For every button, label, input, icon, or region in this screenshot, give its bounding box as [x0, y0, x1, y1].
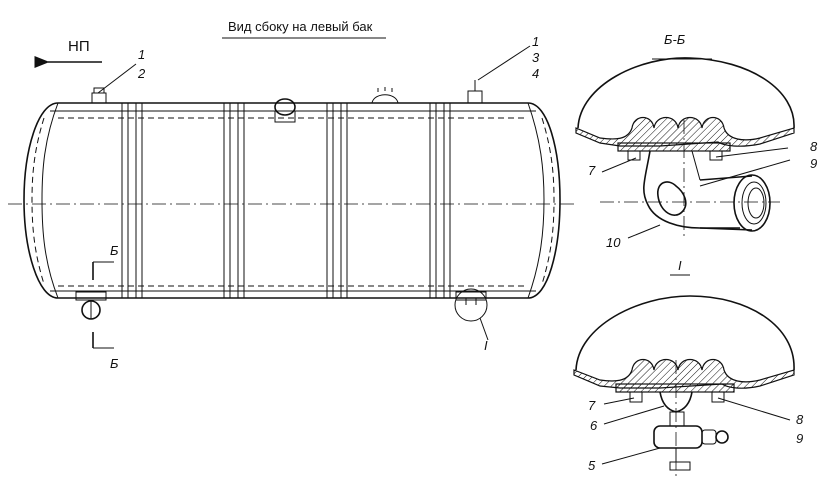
view-title: Вид сбоку на левый бак — [228, 19, 373, 34]
detail-i-marker — [454, 288, 488, 322]
detail-callout-7: 7 — [588, 398, 596, 413]
section-b-b-view: Б-Б 7 8 9 10 — [575, 32, 818, 250]
section-callout-10: 10 — [606, 235, 621, 250]
bottom-bracket-right — [455, 291, 487, 301]
callout-1a: 1 — [138, 47, 145, 62]
section-callout-9: 9 — [810, 156, 817, 171]
top-fitting-left — [91, 92, 107, 104]
callout-1b: 1 — [532, 34, 539, 49]
section-callout-7: 7 — [588, 163, 596, 178]
detail-title: I — [678, 258, 682, 273]
callout-2: 2 — [137, 66, 146, 81]
detail-marker-label: I — [484, 338, 488, 353]
callout-4: 4 — [532, 66, 539, 81]
section-title: Б-Б — [664, 32, 686, 47]
section-callout-8: 8 — [810, 139, 818, 154]
direction-label: НП — [68, 38, 90, 55]
detail-callout-6: 6 — [590, 418, 598, 433]
section-mark-top: Б — [110, 243, 119, 258]
callout-3: 3 — [532, 50, 540, 65]
top-fitting-right — [467, 90, 483, 104]
section-cut-marks: Б Б — [92, 243, 119, 371]
section-mark-bottom: Б — [110, 356, 119, 371]
tank-side-view — [8, 80, 578, 322]
detail-callout-8: 8 — [796, 412, 804, 427]
filler-neck — [274, 98, 296, 116]
detail-i-view: I 7 6 5 8 9 — [573, 258, 804, 480]
tank-straps — [121, 102, 451, 299]
detail-callout-5: 5 — [588, 458, 596, 473]
detail-callout-9: 9 — [796, 431, 803, 446]
main-callouts: 1 2 1 3 4 I — [97, 34, 540, 353]
top-cap — [371, 94, 399, 104]
